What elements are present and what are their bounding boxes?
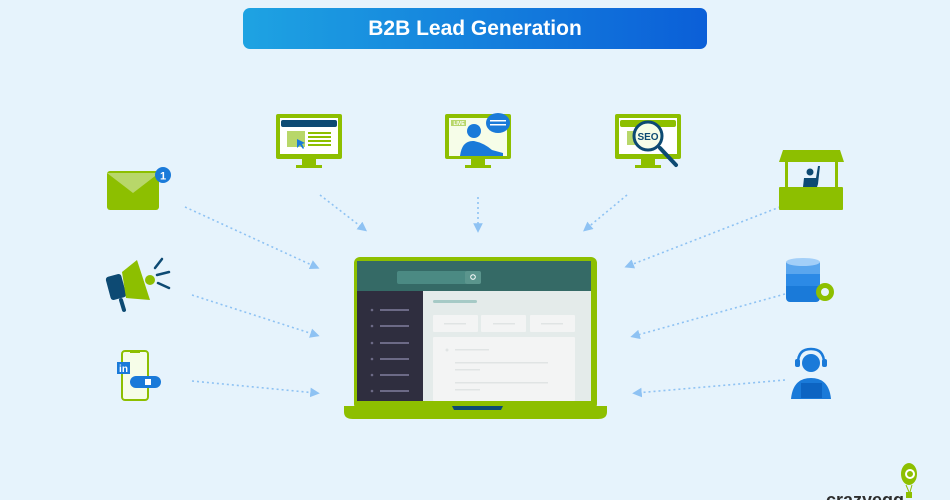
- webinar-monitor-icon: LIVE: [445, 113, 511, 168]
- arrow-social: [191, 380, 320, 398]
- search-icon: [465, 271, 481, 284]
- linkedin-label: in: [119, 364, 128, 375]
- search-bar: [397, 271, 467, 284]
- laptop-dashboard: [344, 257, 607, 419]
- arrow-seo: [583, 194, 628, 232]
- logo-text: crazyegg: [826, 490, 904, 500]
- social-phone-icon: in: [117, 350, 161, 401]
- email-badge-count: 1: [160, 171, 166, 183]
- website-monitor-icon: [276, 114, 342, 168]
- seo-label: SEO: [637, 132, 658, 143]
- megaphone-icon: [105, 257, 171, 312]
- page-title: B2B Lead Generation: [243, 8, 707, 49]
- email-icon: 1: [107, 167, 171, 210]
- arrow-website: [319, 194, 368, 232]
- arrows: [184, 194, 786, 398]
- event-booth-icon: [779, 150, 844, 210]
- arrow-email: [184, 206, 320, 269]
- arrow-support: [632, 379, 786, 398]
- customer-support-icon: [791, 347, 831, 399]
- arrow-megaphone: [191, 294, 320, 338]
- sidebar: [357, 291, 423, 401]
- seo-monitor-icon: SEO: [615, 114, 681, 168]
- arrow-database: [630, 293, 786, 340]
- live-label: LIVE: [453, 121, 465, 127]
- database-gear-icon: [786, 258, 834, 302]
- arrow-event: [624, 204, 786, 269]
- crazyegg-logo: crazyegg: [826, 463, 917, 500]
